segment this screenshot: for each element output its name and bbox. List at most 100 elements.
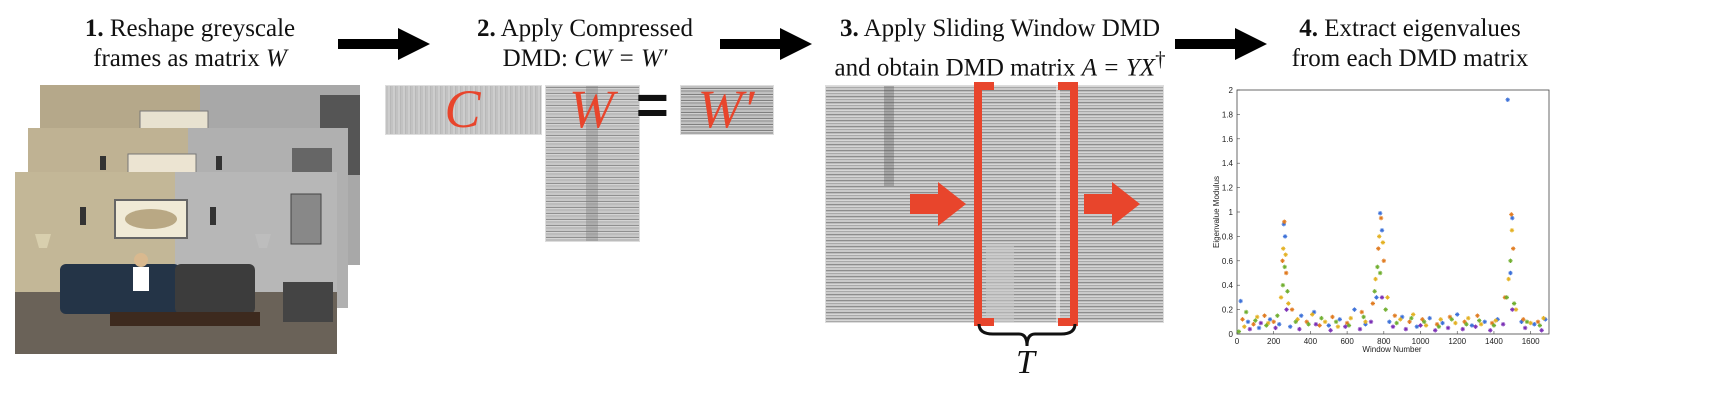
data-point bbox=[1374, 295, 1379, 300]
data-point-stroke bbox=[1271, 319, 1276, 324]
x-tick-label: 0 bbox=[1235, 337, 1240, 346]
data-point-stroke bbox=[1336, 324, 1340, 329]
x-tick-label: 200 bbox=[1267, 337, 1281, 346]
matrix-w-prime-label: W′ bbox=[697, 79, 755, 139]
data-point bbox=[1357, 326, 1363, 332]
flow-arrow-1-icon bbox=[338, 28, 430, 60]
y-tick-label: 1.4 bbox=[1222, 159, 1234, 168]
data-point-stroke bbox=[1411, 312, 1416, 317]
data-point bbox=[1278, 295, 1284, 300]
y-tick-label: 0.6 bbox=[1222, 257, 1234, 266]
x-tick-label: 1200 bbox=[1448, 337, 1466, 346]
data-point bbox=[1414, 324, 1420, 329]
data-point-stroke bbox=[1238, 299, 1243, 303]
data-point-stroke bbox=[1509, 212, 1514, 217]
data-point bbox=[1427, 315, 1432, 321]
chart-plot-area bbox=[1236, 89, 1550, 335]
data-point bbox=[1317, 323, 1322, 328]
data-point-stroke bbox=[1488, 328, 1493, 333]
data-point-stroke bbox=[1475, 313, 1480, 318]
data-point-stroke bbox=[1539, 328, 1544, 333]
data-point-stroke bbox=[1455, 312, 1460, 317]
data-point-stroke bbox=[1523, 326, 1527, 330]
data-point-stroke bbox=[1470, 323, 1474, 328]
data-point bbox=[1306, 322, 1311, 327]
data-point-stroke bbox=[1506, 277, 1511, 281]
data-point bbox=[1380, 240, 1386, 245]
data-point bbox=[1535, 319, 1541, 324]
data-point bbox=[1511, 301, 1517, 306]
data-point-stroke bbox=[1348, 316, 1353, 320]
data-point bbox=[1256, 325, 1262, 331]
data-point bbox=[1267, 317, 1273, 322]
y-tick-label: 0.8 bbox=[1222, 232, 1234, 241]
data-point bbox=[1475, 313, 1480, 318]
data-point-stroke bbox=[1501, 322, 1505, 327]
data-point-stroke bbox=[1477, 318, 1482, 323]
data-point-stroke bbox=[1378, 211, 1382, 216]
data-point-stroke bbox=[1453, 321, 1458, 325]
data-point-stroke bbox=[1541, 316, 1546, 320]
y-tick-label: 0 bbox=[1229, 330, 1234, 339]
window-width-brace-icon bbox=[977, 323, 1077, 347]
data-point bbox=[1283, 252, 1288, 257]
data-point bbox=[1373, 276, 1378, 282]
data-point bbox=[1510, 215, 1515, 221]
data-point bbox=[1282, 219, 1287, 224]
data-point bbox=[1506, 276, 1511, 282]
data-point bbox=[1398, 317, 1403, 322]
matrix-c-label: C bbox=[444, 79, 481, 139]
data-point-stroke bbox=[1440, 321, 1445, 325]
data-point bbox=[1326, 323, 1331, 328]
data-point bbox=[1434, 322, 1440, 327]
matrix-w-prime bbox=[680, 85, 774, 135]
data-point-stroke bbox=[1237, 329, 1241, 334]
data-point-stroke bbox=[1246, 319, 1250, 324]
data-point-stroke bbox=[1490, 321, 1494, 325]
chart-ylabel: Eigenvalue Modulus bbox=[1212, 176, 1221, 248]
data-point bbox=[1477, 318, 1482, 323]
data-point-stroke bbox=[1284, 271, 1289, 275]
x-tick-label: 1000 bbox=[1412, 337, 1430, 346]
data-point bbox=[1236, 329, 1242, 334]
data-point-stroke bbox=[1314, 322, 1318, 327]
data-point-stroke bbox=[1418, 323, 1423, 328]
data-point bbox=[1455, 312, 1460, 317]
data-point-stroke bbox=[1375, 265, 1380, 269]
data-point bbox=[1509, 228, 1515, 233]
data-point-stroke bbox=[1398, 317, 1403, 322]
data-point bbox=[1238, 298, 1243, 304]
data-point bbox=[1293, 319, 1298, 324]
data-point bbox=[1513, 307, 1519, 312]
data-point bbox=[1511, 246, 1516, 251]
data-point-stroke bbox=[1528, 321, 1533, 325]
data-point-stroke bbox=[1521, 317, 1526, 322]
data-point-stroke bbox=[1288, 324, 1293, 329]
data-point bbox=[1509, 212, 1514, 217]
data-point-stroke bbox=[1510, 307, 1515, 312]
data-point-stroke bbox=[1479, 322, 1483, 327]
data-point-stroke bbox=[1282, 265, 1287, 269]
data-point-stroke bbox=[1358, 327, 1362, 331]
data-point-stroke bbox=[1473, 324, 1478, 329]
data-point-stroke bbox=[1281, 283, 1285, 288]
data-point-stroke bbox=[1255, 315, 1260, 319]
data-point bbox=[1333, 319, 1339, 324]
data-point bbox=[1510, 307, 1515, 312]
data-point bbox=[1253, 318, 1258, 323]
data-point-stroke bbox=[1326, 323, 1331, 328]
data-point bbox=[1322, 319, 1328, 324]
data-point-stroke bbox=[1319, 316, 1324, 320]
data-point bbox=[1403, 326, 1409, 332]
data-point bbox=[1281, 246, 1286, 251]
data-point bbox=[1466, 315, 1471, 321]
data-point-stroke bbox=[1435, 322, 1439, 327]
data-point-stroke bbox=[1380, 228, 1384, 233]
y-tick-label: 1 bbox=[1229, 208, 1234, 217]
data-point bbox=[1407, 319, 1412, 324]
data-point-stroke bbox=[1373, 277, 1378, 281]
slide-arrow-left-icon bbox=[910, 182, 966, 226]
data-point-stroke bbox=[1508, 271, 1513, 275]
data-point-stroke bbox=[1310, 312, 1315, 317]
data-point-stroke bbox=[1285, 289, 1290, 294]
